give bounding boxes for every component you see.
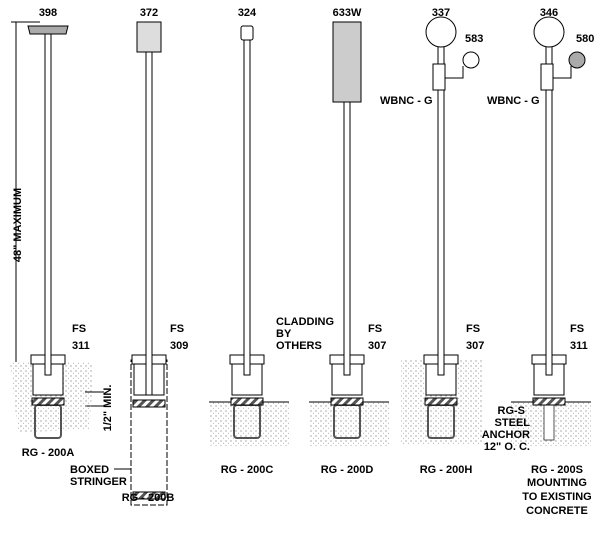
bracket-label: WBNC - G	[380, 95, 433, 107]
wood-cap-372	[136, 21, 162, 53]
cap-label: 346	[540, 7, 558, 19]
model-label: RG - 200H	[420, 464, 473, 476]
cap-398	[27, 25, 69, 35]
bracket-label: WBNC - G	[487, 95, 540, 107]
base-plate	[230, 397, 264, 406]
post	[44, 29, 52, 376]
stringer-note: STRINGER	[70, 476, 127, 488]
top-rail	[533, 16, 565, 48]
cap-label: 398	[39, 7, 57, 19]
ground	[209, 402, 289, 446]
fs-label: FS	[72, 323, 86, 335]
base-plate	[330, 397, 364, 406]
mounting-note: TO EXISTING	[522, 491, 591, 503]
model-label: RG - 200S	[531, 464, 583, 476]
anchor-note: ANCHOR	[482, 429, 530, 441]
post	[145, 49, 153, 396]
bracket-mount	[540, 63, 554, 91]
height-dimension-label: 48" MAXIMUM	[12, 188, 24, 262]
fs-label: FS	[170, 323, 184, 335]
ground	[10, 362, 93, 432]
fs-label: FS	[466, 323, 480, 335]
base-plate	[424, 397, 458, 406]
cap-label: 337	[432, 7, 450, 19]
top-rail	[425, 16, 457, 48]
handrail-label: 583	[465, 33, 483, 45]
min-dimension-label: 1/2" MIN.	[102, 385, 114, 432]
bracket-mount	[432, 63, 446, 91]
fs-number: 307	[466, 340, 484, 352]
base-plate	[132, 399, 166, 408]
handrail-label: 580	[576, 33, 594, 45]
anchor-note: STEEL	[495, 417, 531, 429]
height-dimension: 48" MAXIMUM	[11, 21, 40, 362]
stringer-note: BOXED	[70, 464, 109, 476]
post	[243, 29, 251, 376]
handrail	[462, 51, 480, 69]
wood-rail-633w	[332, 21, 362, 103]
model-label: RG - 200A	[22, 447, 75, 459]
fs-number: 307	[368, 340, 386, 352]
fs-label: FS	[368, 323, 382, 335]
anchor-note: RG-S	[498, 405, 526, 417]
model-label: RG - 200C	[221, 464, 274, 476]
wall-bracket	[553, 66, 572, 79]
cladding-note: OTHERS	[276, 340, 322, 352]
base-plate	[532, 397, 566, 406]
fs-label: FS	[570, 323, 584, 335]
anchor-note: 12" O. C.	[484, 441, 530, 453]
cap-324	[240, 25, 254, 41]
stringer-plate	[132, 491, 166, 500]
fs-number: 309	[170, 340, 188, 352]
base-plate	[31, 397, 65, 406]
model-label: RG - 200D	[321, 464, 374, 476]
cladding-note: CLADDING	[276, 316, 334, 328]
model-label: RG - 200B	[122, 492, 175, 504]
mounting-note: CONCRETE	[526, 505, 588, 517]
wall-bracket	[445, 66, 464, 79]
cap-label: 372	[140, 7, 158, 19]
fs-number: 311	[72, 340, 90, 352]
fs-number: 311	[570, 340, 588, 352]
handrail	[568, 51, 586, 69]
cladding-note: BY	[276, 328, 292, 340]
steel-anchor	[543, 404, 555, 441]
cap-label: 324	[238, 7, 257, 19]
ground	[309, 402, 389, 446]
mounting-note: MOUNTING	[527, 477, 587, 489]
cap-label: 633W	[333, 7, 362, 19]
